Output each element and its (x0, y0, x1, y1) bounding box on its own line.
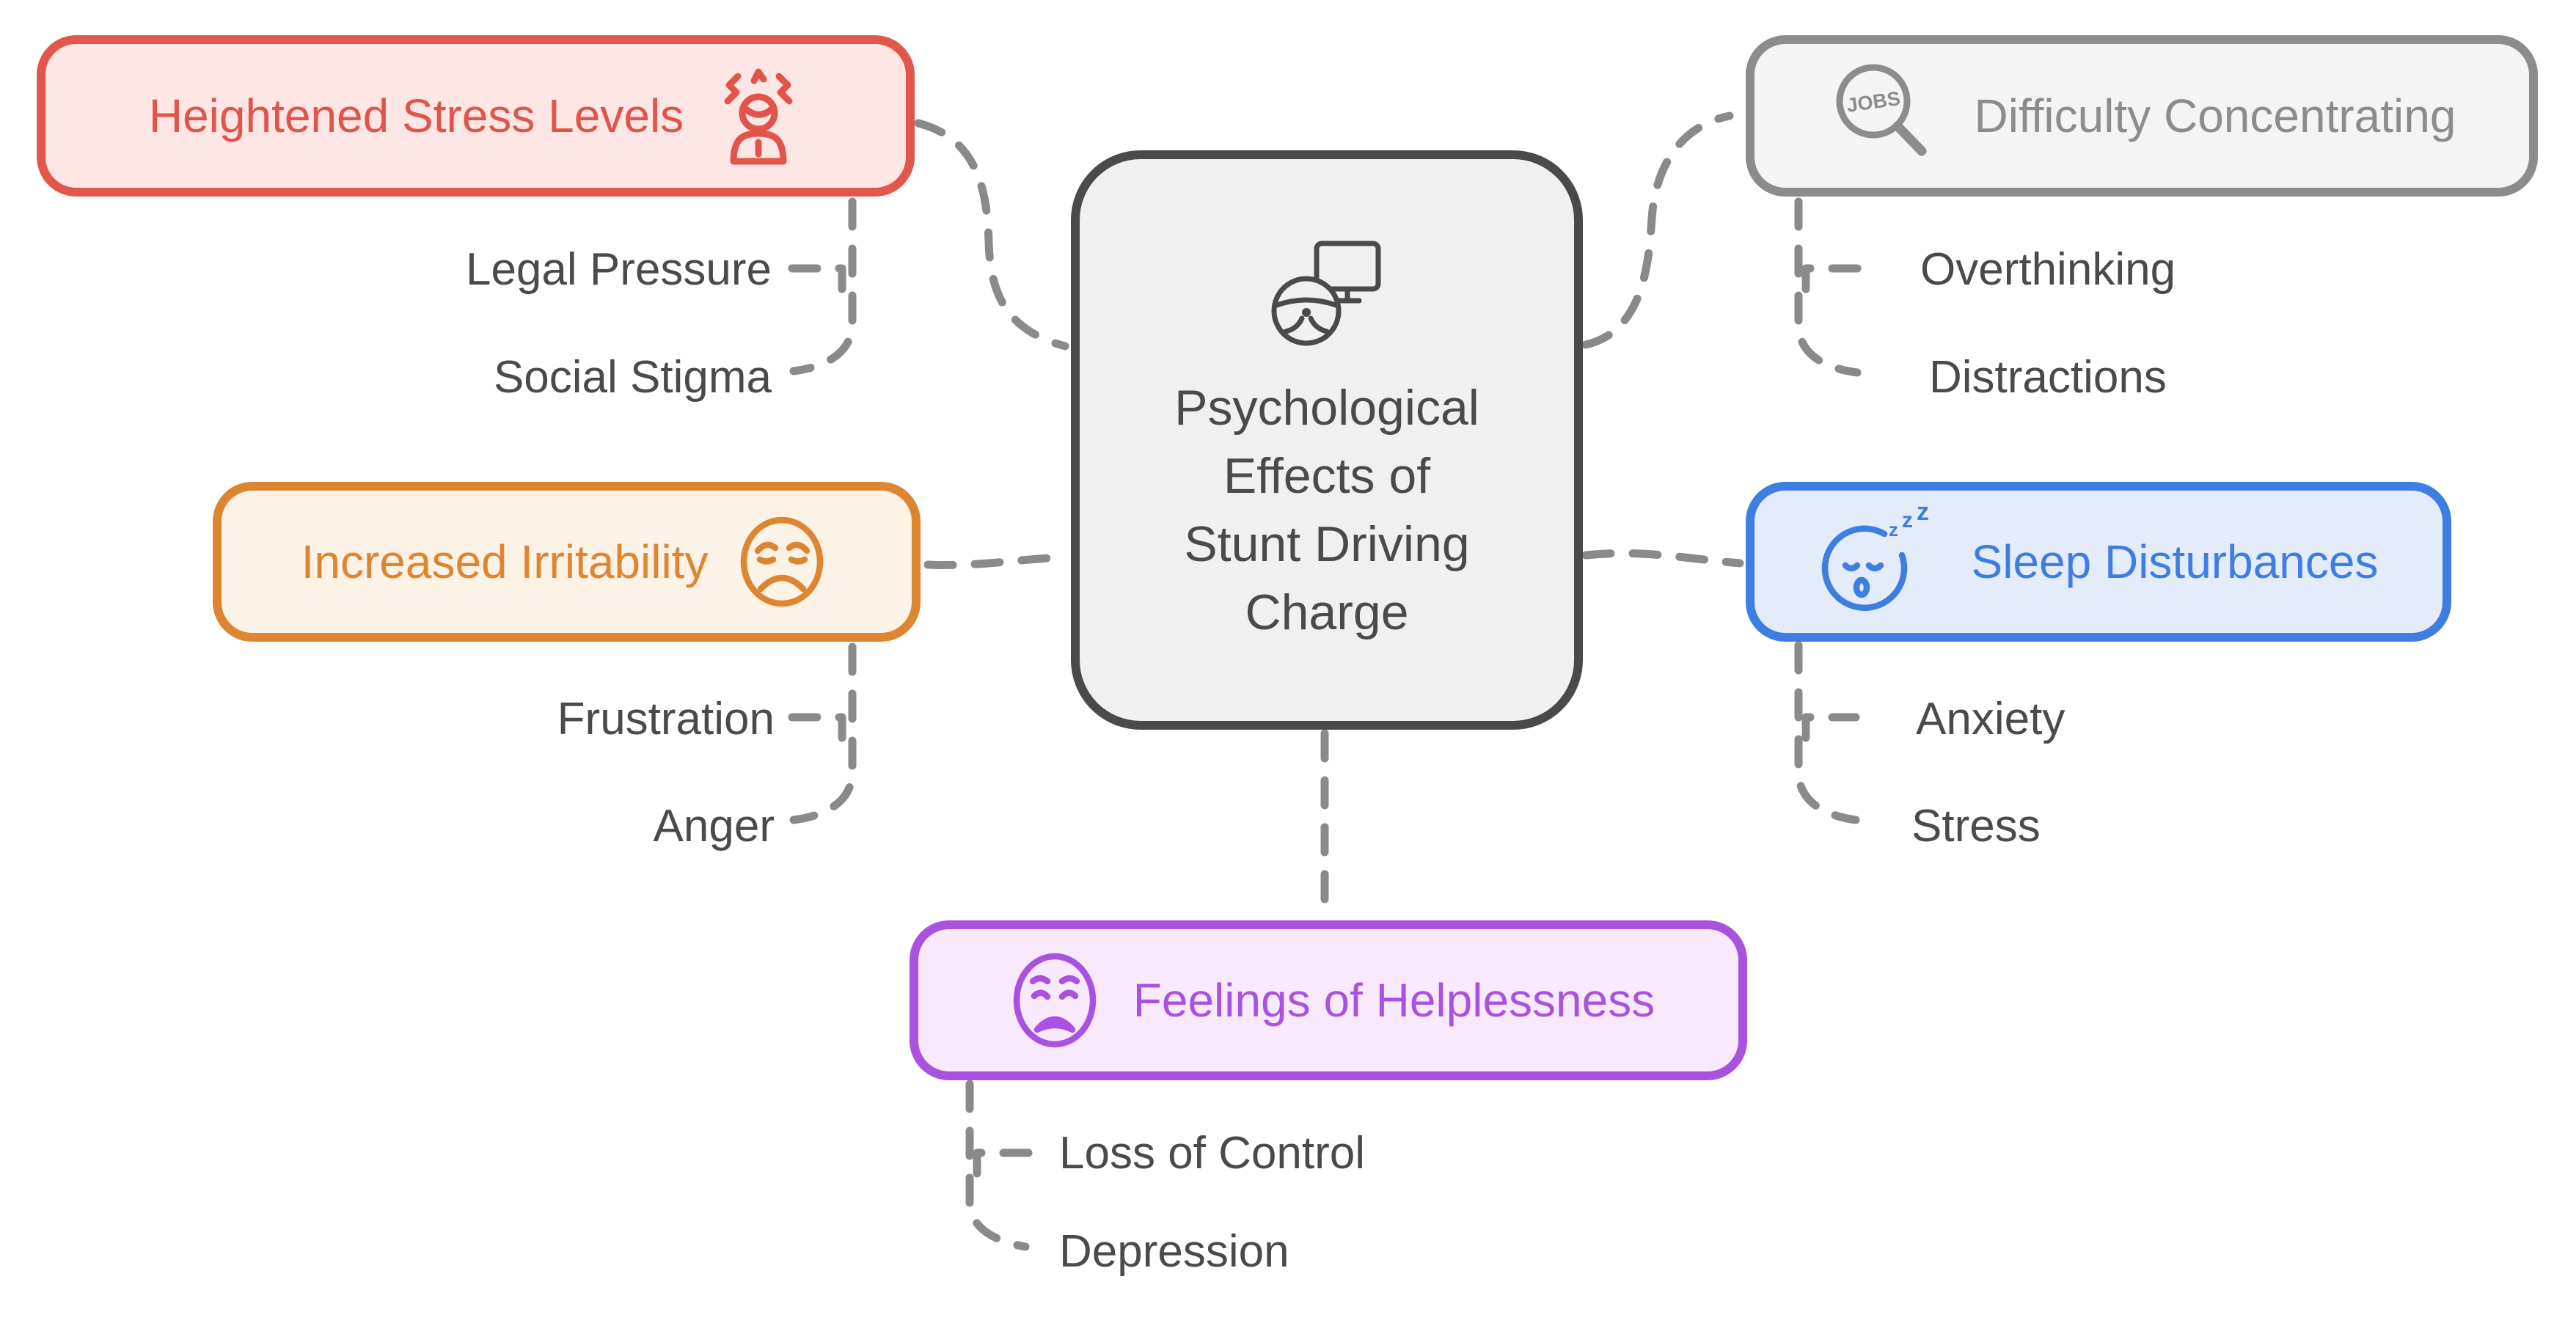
edge-frustration (788, 713, 846, 742)
node-label: Difficulty Concentrating (1974, 89, 2456, 142)
center-title: Psychological Effects of Stunt Driving C… (1174, 374, 1479, 647)
node-center-psychological-effects: Psychological Effects of Stunt Driving C… (1071, 150, 1583, 730)
edge-stress-to-center (914, 119, 1069, 351)
edge-legal-pressure (788, 264, 846, 293)
leaf-loss-of-control: Loss of Control (1059, 1128, 1365, 1179)
stressed-person-icon (724, 68, 793, 165)
leaf-social-stigma: Social Stigma (493, 352, 772, 403)
angry-face-icon (741, 516, 824, 606)
node-label: Feelings of Helplessness (1133, 974, 1655, 1027)
edge-loss-of-control (973, 1148, 1033, 1178)
leaf-distractions: Distractions (1929, 352, 2167, 403)
edge-overthinking (1801, 264, 1862, 293)
edge-irritability-to-center (923, 553, 1069, 569)
svg-text:JOBS: JOBS (1845, 87, 1901, 117)
edge-anxiety (1801, 713, 1860, 742)
edge-helplessness-children (965, 1080, 1030, 1251)
node-difficulty-concentrating: JOBS Difficulty Concentrating (1746, 35, 2538, 197)
edge-center-to-sleep (1581, 549, 1744, 568)
leaf-overthinking: Overthinking (1920, 244, 2176, 295)
edge-sleep-children (1794, 641, 1860, 824)
edge-center-to-concentration (1581, 111, 1734, 349)
node-feelings-of-helplessness: Feelings of Helplessness (910, 920, 1747, 1080)
node-label: Heightened Stress Levels (148, 89, 684, 142)
center-title-line: Charge (1245, 584, 1409, 640)
weary-face-icon (1013, 953, 1097, 1047)
leaf-stress: Stress (1911, 801, 2041, 851)
leaf-anxiety: Anxiety (1916, 694, 2065, 744)
edge-irritability-children (789, 642, 857, 824)
node-label: Increased Irritability (301, 535, 709, 588)
leaf-legal-pressure: Legal Pressure (465, 244, 772, 295)
center-title-line: Stunt Driving (1184, 516, 1470, 572)
svg-text:z: z (1917, 507, 1929, 526)
leaf-anger: Anger (653, 801, 775, 851)
svg-text:z: z (1902, 508, 1913, 532)
center-title-line: Psychological (1174, 380, 1479, 436)
edge-stress-children (789, 197, 857, 375)
svg-text:z: z (1889, 518, 1898, 540)
edge-concentration-children (1794, 197, 1862, 377)
node-heightened-stress-levels: Heightened Stress Levels (37, 35, 915, 197)
leaf-depression: Depression (1059, 1226, 1289, 1277)
sleepy-face-icon: z z z (1821, 507, 1929, 612)
node-sleep-disturbances: z z z Sleep Disturbances (1746, 482, 2451, 642)
center-title-line: Effects of (1223, 448, 1431, 504)
node-increased-irritability: Increased Irritability (213, 482, 921, 642)
node-label: Sleep Disturbances (1971, 535, 2379, 588)
jobs-magnifier-icon: JOBS (1836, 64, 1927, 156)
leaf-frustration: Frustration (557, 694, 775, 744)
steering-wheel-and-monitor-icon (1271, 241, 1381, 346)
